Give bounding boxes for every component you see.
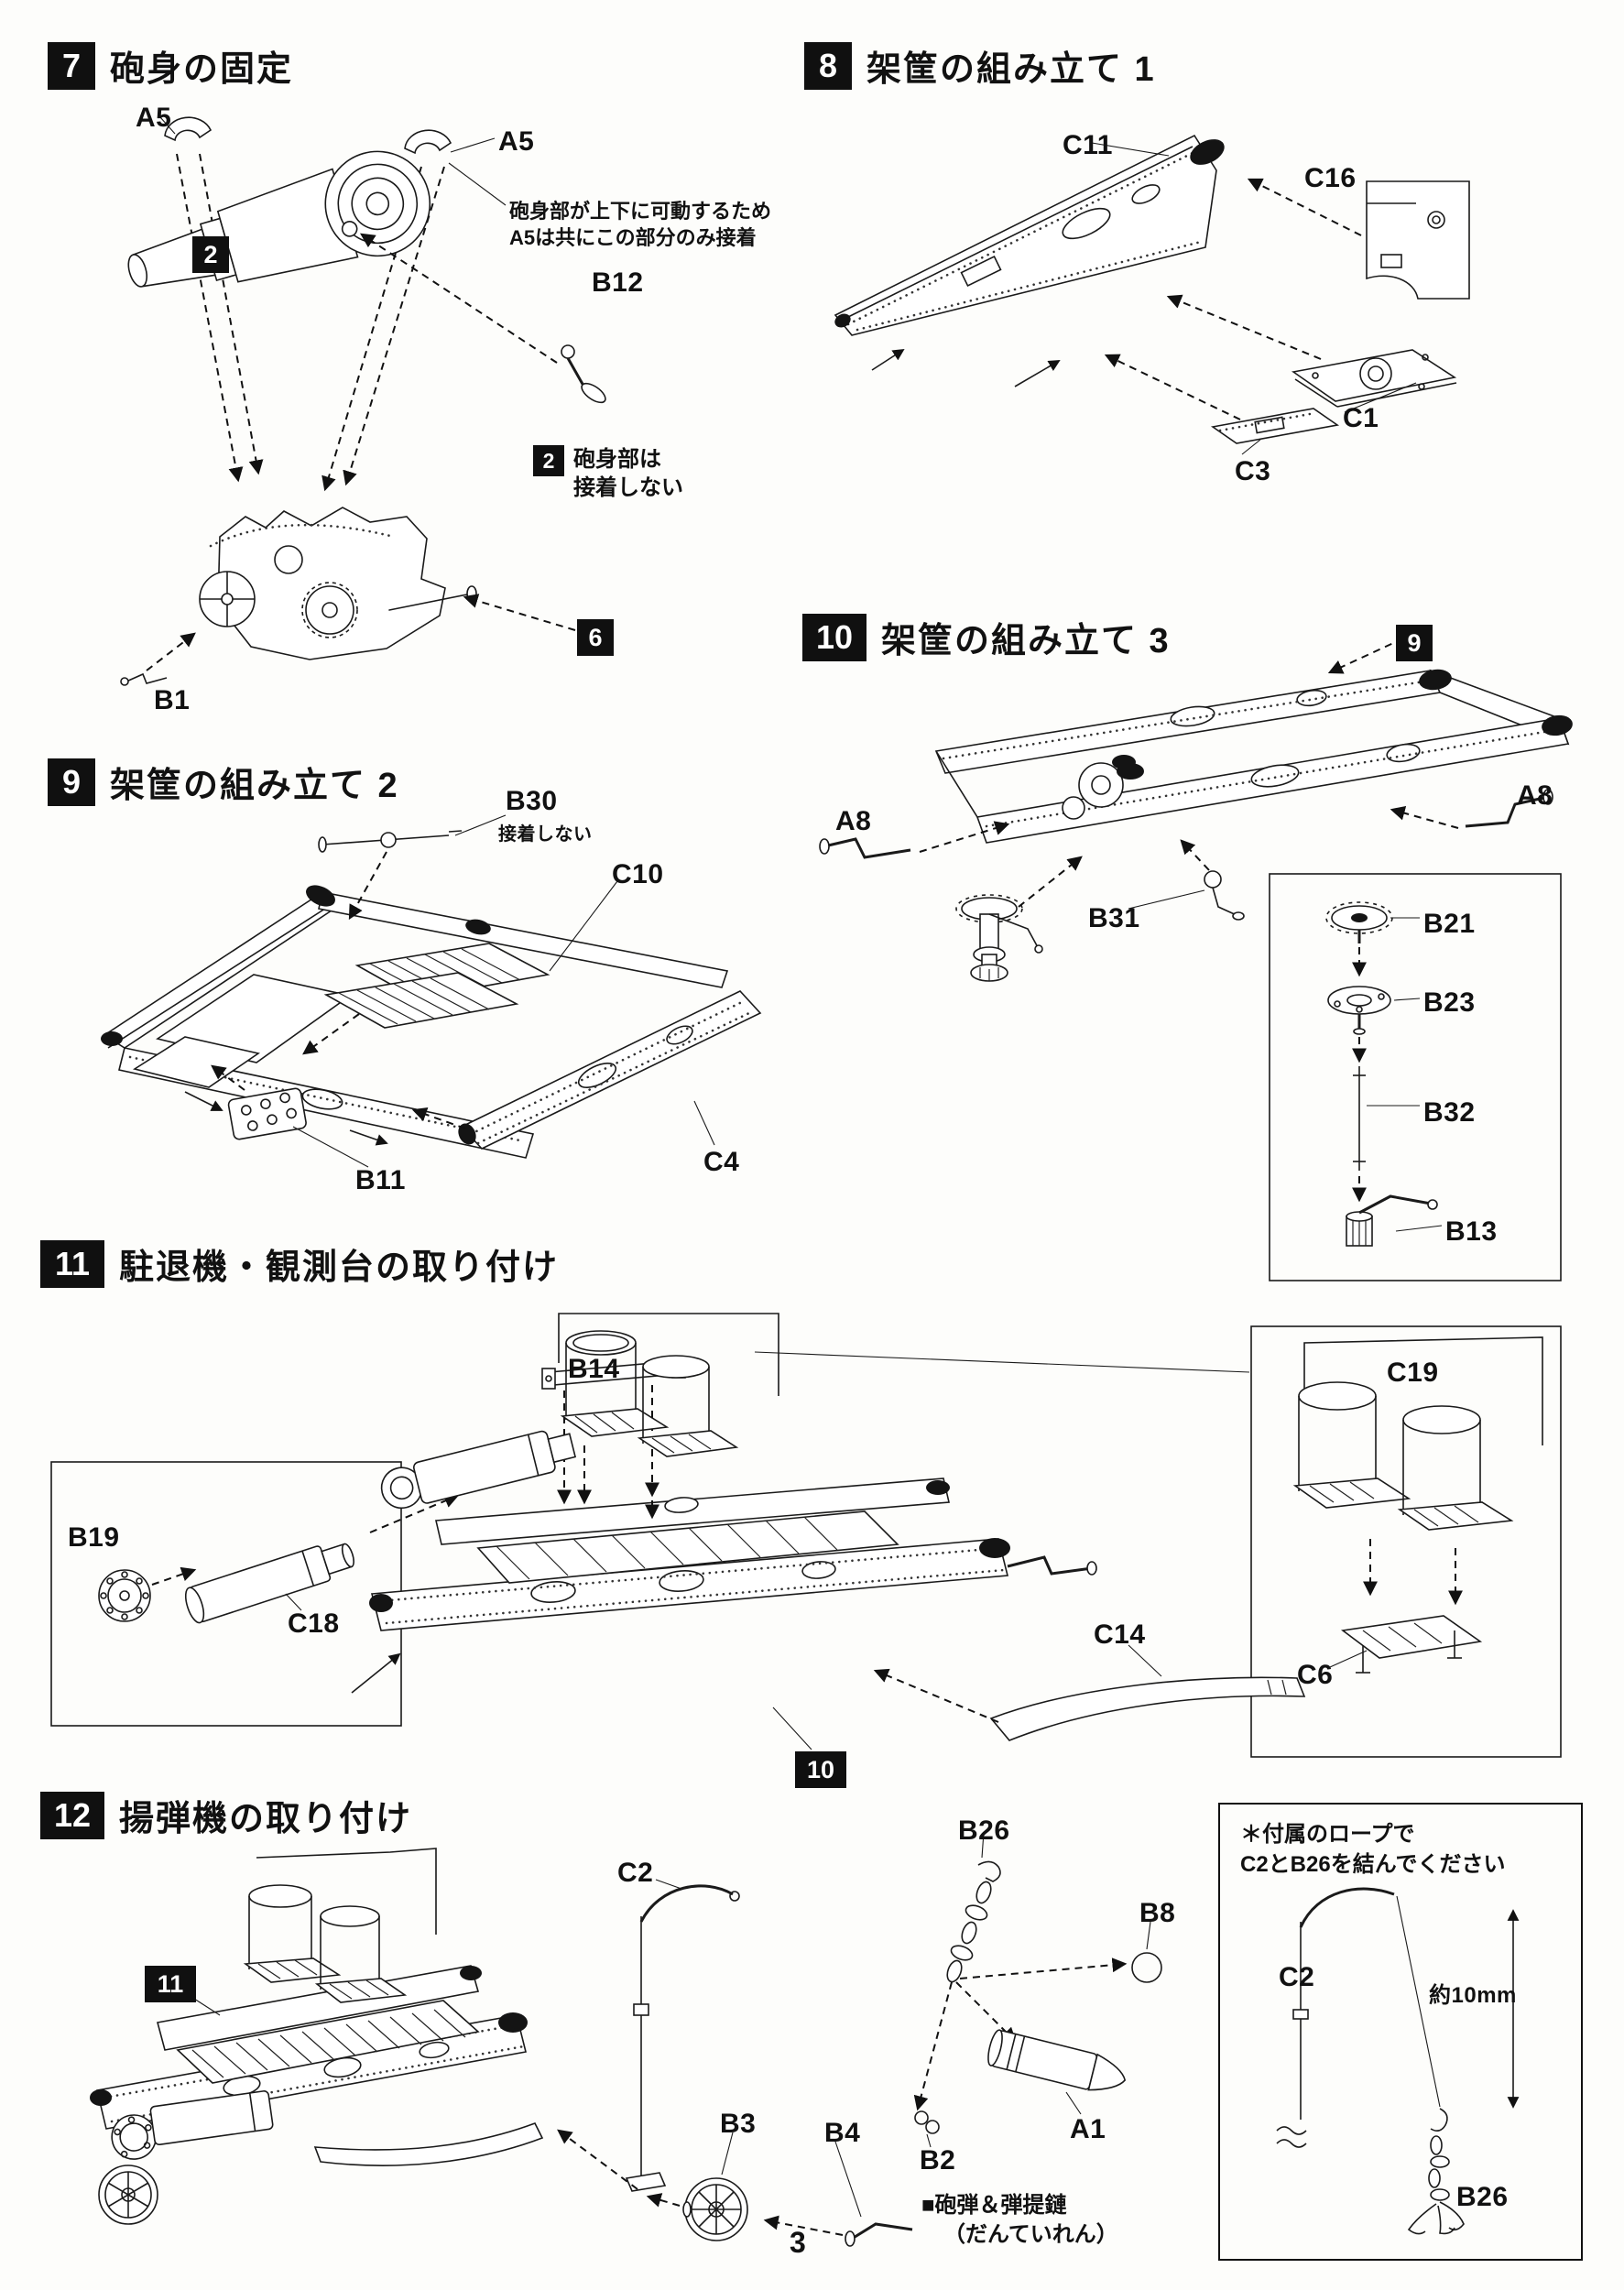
step7-header: 7 砲身の固定 (48, 40, 293, 91)
page-number: 3 (790, 2226, 807, 2259)
part-label-b23: B23 (1423, 987, 1476, 1018)
step9-title: 架筐の組み立て 2 (110, 767, 399, 805)
part-label-c10: C10 (612, 859, 664, 889)
part-label-b3: B3 (720, 2109, 757, 2139)
note-barrel-no-glue-line2: 接着しない (573, 475, 683, 500)
part-label-b4: B4 (824, 2118, 861, 2148)
step12-header: 12 揚弾機の取り付け (40, 1790, 412, 1840)
step9-header: 9 架筐の組み立て 2 (48, 757, 399, 807)
step12-illustration-hoist-mounting (90, 1831, 1162, 2247)
part-label-b12: B12 (592, 267, 644, 298)
part-label-c2: C2 (617, 1858, 654, 1888)
note-barrel-pivot-line2: A5は共にこの部分のみ接着 (509, 226, 757, 249)
step11-title: 駐退機・観測台の取り付け (119, 1249, 560, 1287)
part-label-c6: C6 (1297, 1660, 1334, 1690)
step11-illustration-recoil-and-platform (50, 1313, 1562, 1758)
step7-title: 砲身の固定 (110, 50, 294, 89)
part-label-b14: B14 (568, 1354, 620, 1384)
part-label-a5-right: A5 (498, 126, 535, 157)
part-label-c19: C19 (1387, 1358, 1439, 1388)
part-label-c18: C18 (288, 1608, 340, 1639)
step11-header: 11 駐退機・観測台の取り付け (40, 1238, 559, 1289)
step11-number-badge: 11 (40, 1239, 104, 1288)
part-label-b32: B32 (1423, 1097, 1476, 1128)
part-label-b31: B31 (1088, 903, 1140, 933)
subassembly-badge-2: 2 (192, 236, 229, 273)
step10-title: 架筐の組み立て 3 (881, 622, 1171, 660)
step8-header: 8 架筐の組み立て 1 (804, 40, 1156, 91)
step8-illustration-frame-assembly-1 (834, 134, 1470, 455)
part-label-b2: B2 (920, 2145, 956, 2176)
measurement-label-10mm: 約10mm (1429, 1983, 1517, 2008)
part-label-b19: B19 (68, 1522, 120, 1553)
part-label-a8-left: A8 (835, 806, 872, 836)
step7-illustration-barrel-mounting (120, 116, 606, 686)
subassembly-badge-2-inline: 2 (533, 445, 564, 476)
note-rope-instruction: ＊付属のロープで C2とB26を結んでください (1240, 1819, 1506, 1880)
part-label-b21: B21 (1423, 909, 1476, 939)
subassembly-badge-10: 10 (795, 1751, 846, 1788)
subassembly-badge-11: 11 (145, 1966, 196, 2002)
note-barrel-pivot-line1: 砲身部が上下に可動するため (509, 200, 772, 223)
part-label-a8-right: A8 (1517, 780, 1553, 811)
part-label-b26: B26 (958, 1816, 1010, 1846)
note-shell-and-chain-line1: ■砲弾＆弾提鏈 (921, 2193, 1067, 2218)
step8-title: 架筐の組み立て 1 (866, 50, 1156, 89)
part-label-b13: B13 (1445, 1216, 1498, 1247)
rope-instruction-illustration (1276, 1887, 1520, 2235)
step12-number-badge: 12 (40, 1791, 104, 1839)
step10-illustration-frame-assembly-3 (819, 638, 1573, 1281)
rope-instruction-box (1218, 1803, 1583, 2261)
step9-number-badge: 9 (48, 758, 95, 806)
part-label-c3: C3 (1235, 456, 1271, 486)
step7-number-badge: 7 (48, 41, 95, 90)
step10-number-badge: 10 (802, 613, 866, 661)
part-label-b11: B11 (355, 1165, 406, 1195)
part-label-c16: C16 (1304, 163, 1357, 193)
step8-number-badge: 8 (804, 41, 852, 90)
note-barrel-no-glue-text: 砲身部は 接着しない (573, 445, 683, 502)
subassembly-badge-9: 9 (1396, 625, 1433, 661)
part-label-c2-in-box: C2 (1279, 1962, 1315, 1992)
note-b30-no-glue: 接着しない (498, 824, 593, 845)
step9-illustration-frame-assembly-2 (101, 814, 762, 1168)
step10-header: 10 架筐の組み立て 3 (802, 612, 1171, 662)
part-label-b8: B8 (1139, 1898, 1176, 1928)
note-barrel-pivot: 砲身部が上下に可動するため A5は共にこの部分のみ接着 (509, 198, 771, 251)
note-shell-and-chain-line2: （だんていれん） (943, 2222, 1118, 2247)
note-shell-and-chain: ■砲弾＆弾提鏈 （だんていれん） (921, 2191, 1118, 2250)
part-label-c4: C4 (703, 1147, 740, 1177)
part-label-c11: C11 (1063, 130, 1113, 160)
step12-title: 揚弾機の取り付け (119, 1800, 413, 1838)
part-label-c14: C14 (1094, 1619, 1146, 1650)
part-label-b30: B30 (506, 786, 558, 816)
note-barrel-no-glue-line1: 砲身部は (573, 447, 661, 472)
part-label-a5-left: A5 (136, 103, 172, 133)
note-barrel-no-glue: 2 砲身部は 接着しない (533, 445, 683, 502)
part-label-c1: C1 (1343, 403, 1379, 433)
note-rope-line2: C2とB26を結んでください (1240, 1852, 1506, 1877)
part-label-a1: A1 (1070, 2114, 1106, 2144)
subassembly-badge-6: 6 (577, 619, 614, 656)
part-label-b1: B1 (154, 685, 191, 715)
note-rope-line1: ＊付属のロープで (1240, 1822, 1415, 1847)
part-label-b26-in-box: B26 (1456, 2182, 1509, 2212)
